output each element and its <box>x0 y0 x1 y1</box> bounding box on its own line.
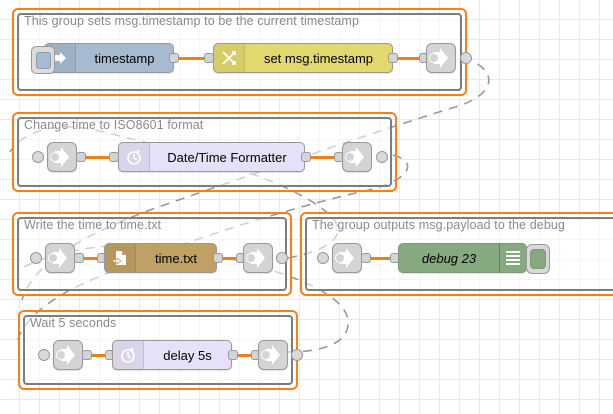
link-endpoint[interactable] <box>30 252 42 264</box>
node-label: time.txt <box>155 250 197 266</box>
node-link-in-2[interactable] <box>45 243 75 273</box>
group-label: This group sets msg.timestamp to be the … <box>24 14 359 28</box>
wire <box>237 354 253 357</box>
shuffle-icon <box>214 44 245 72</box>
clock-icon <box>119 143 150 171</box>
wire <box>85 156 111 159</box>
node-link-out-2[interactable] <box>342 142 372 172</box>
group-timestamp[interactable]: This group sets msg.timestamp to be the … <box>12 8 472 96</box>
node-link-out-3[interactable] <box>243 243 273 273</box>
wire <box>83 257 99 260</box>
node-label: delay 5s <box>163 347 212 363</box>
wire <box>397 57 421 60</box>
clock-icon <box>113 341 144 369</box>
node-inject-timestamp[interactable]: timestamp <box>31 43 174 74</box>
node-link-out-1[interactable] <box>426 43 456 73</box>
inject-trigger-button[interactable] <box>31 46 55 74</box>
wire <box>178 57 206 60</box>
inject-button-face <box>35 51 51 69</box>
node-link-in-1[interactable] <box>47 142 77 172</box>
group-label: Change time to ISO8601 format <box>24 118 204 132</box>
file-write-icon <box>105 244 136 272</box>
debug-toggle-button[interactable] <box>526 244 550 274</box>
group-label: The group outputs msg.payload to the deb… <box>312 218 565 232</box>
node-label: set msg.timestamp <box>263 50 374 66</box>
wire <box>370 257 392 260</box>
debug-stripes-icon <box>500 244 526 272</box>
wire <box>222 257 238 260</box>
link-endpoint[interactable] <box>32 151 44 163</box>
node-datetime-formatter[interactable]: Date/Time Formatter <box>118 142 305 172</box>
node-delay-5s[interactable]: delay 5s <box>112 340 232 370</box>
node-change-set-timestamp[interactable]: set msg.timestamp <box>213 43 393 73</box>
node-debug-23[interactable]: debug 23 <box>398 243 550 274</box>
link-endpoint[interactable] <box>291 349 303 361</box>
node-file-time-txt[interactable]: time.txt <box>104 243 217 273</box>
node-link-out-4[interactable] <box>258 340 288 370</box>
group-write-file[interactable]: Write the time to time.txt time.txt <box>12 212 292 296</box>
link-endpoint[interactable] <box>460 52 472 64</box>
node-label: Date/Time Formatter <box>167 149 287 165</box>
debug-toggle-face <box>530 249 546 269</box>
node-label: debug 23 <box>421 250 477 266</box>
link-endpoint[interactable] <box>376 151 388 163</box>
group-iso8601[interactable]: Change time to ISO8601 format Date/Time <box>12 112 397 192</box>
node-link-in-4[interactable] <box>53 340 83 370</box>
wire <box>91 354 107 357</box>
group-label: Wait 5 seconds <box>30 316 117 330</box>
group-wait[interactable]: Wait 5 seconds delay 5s <box>18 310 303 390</box>
debug-divider <box>499 244 500 272</box>
link-endpoint[interactable] <box>317 252 329 264</box>
node-label: timestamp <box>94 50 155 66</box>
group-debug[interactable]: The group outputs msg.payload to the deb… <box>300 212 613 296</box>
link-endpoint[interactable] <box>38 349 50 361</box>
link-endpoint[interactable] <box>276 252 288 264</box>
group-label: Write the time to time.txt <box>24 218 162 232</box>
wire <box>310 156 337 159</box>
node-link-in-3[interactable] <box>332 243 362 273</box>
